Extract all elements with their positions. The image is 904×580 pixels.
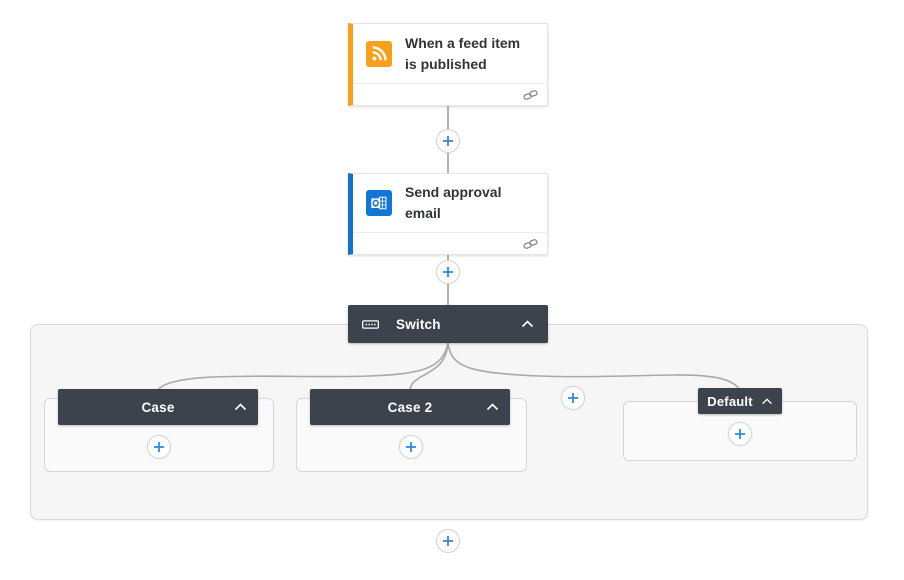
switch-header[interactable]: Switch xyxy=(348,305,548,343)
case-label: Case xyxy=(141,399,175,415)
plus-icon xyxy=(152,440,166,454)
plus-icon xyxy=(566,391,580,405)
case-header[interactable]: Case xyxy=(58,389,258,425)
action-card[interactable]: Send approval email xyxy=(348,173,548,255)
default-case-header[interactable]: Default xyxy=(698,388,782,414)
connection-link-icon xyxy=(523,238,538,250)
trigger-card[interactable]: When a feed item is published xyxy=(348,23,548,106)
insert-step-button[interactable] xyxy=(436,129,460,153)
case-label: Default xyxy=(707,393,753,409)
add-action-button[interactable] xyxy=(728,422,752,446)
insert-step-button[interactable] xyxy=(436,529,460,553)
add-action-button[interactable] xyxy=(147,435,171,459)
chevron-up-icon[interactable] xyxy=(486,403,499,411)
rss-icon xyxy=(366,40,392,67)
case-header[interactable]: Case 2 xyxy=(310,389,510,425)
action-title: Send approval email xyxy=(405,184,502,221)
switch-icon xyxy=(362,319,379,329)
plus-icon xyxy=(441,134,455,148)
plus-icon xyxy=(404,440,418,454)
chevron-up-icon[interactable] xyxy=(761,397,773,405)
insert-step-button[interactable] xyxy=(436,260,460,284)
plus-icon xyxy=(441,534,455,548)
chevron-up-icon[interactable] xyxy=(234,403,247,411)
plus-icon xyxy=(733,427,747,441)
add-action-button[interactable] xyxy=(399,435,423,459)
trigger-title: When a feed item is published xyxy=(405,34,521,72)
switch-label: Switch xyxy=(396,316,441,332)
connection-link-icon xyxy=(523,89,538,101)
card-footer xyxy=(353,232,547,254)
chevron-up-icon[interactable] xyxy=(521,320,534,328)
outlook-icon xyxy=(366,190,392,216)
card-footer xyxy=(353,83,547,105)
case-label: Case 2 xyxy=(387,399,433,415)
add-case-button[interactable] xyxy=(561,386,585,410)
plus-icon xyxy=(441,265,455,279)
